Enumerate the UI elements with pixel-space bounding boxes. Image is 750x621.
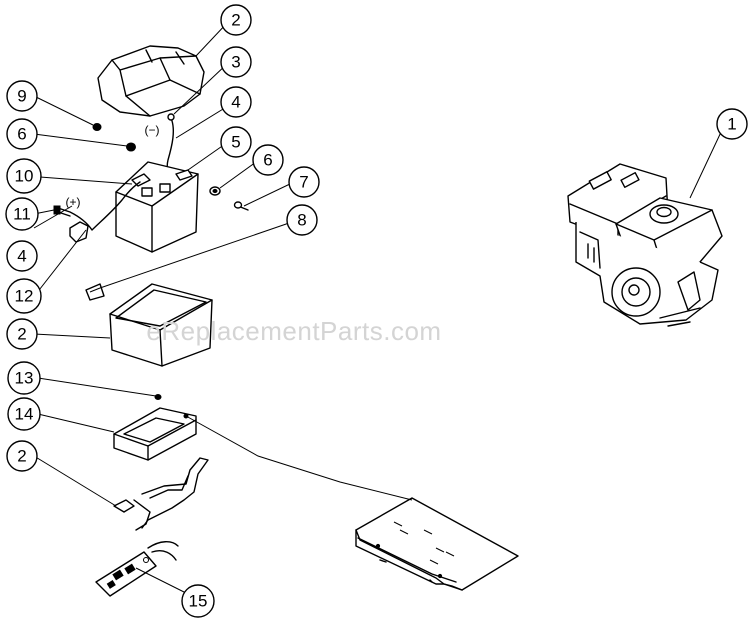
callout-label: 2 bbox=[17, 447, 26, 466]
watermark: eReplacementParts.com bbox=[146, 316, 441, 346]
callout-4-top[interactable]: 4 bbox=[220, 86, 252, 118]
callout-label: 3 bbox=[231, 53, 240, 72]
callout-15[interactable]: 15 bbox=[181, 584, 215, 618]
callout-6-left[interactable]: 6 bbox=[6, 118, 38, 150]
callout-14[interactable]: 14 bbox=[7, 397, 41, 431]
bolt-7[interactable] bbox=[233, 201, 249, 211]
positive-polarity-label: (+) bbox=[66, 195, 81, 209]
callout-label: 11 bbox=[13, 205, 31, 224]
mounting-bracket[interactable] bbox=[113, 407, 197, 461]
callout-13[interactable]: 13 bbox=[7, 361, 41, 395]
engine[interactable] bbox=[567, 163, 723, 327]
callout-label: 13 bbox=[15, 369, 34, 388]
callout-label: 2 bbox=[231, 11, 240, 30]
callout-2-cover[interactable]: 2 bbox=[220, 4, 252, 36]
callout-9[interactable]: 9 bbox=[6, 80, 38, 112]
terminal-boot-12[interactable] bbox=[69, 221, 89, 243]
callout-4-bottom[interactable]: 4 bbox=[6, 240, 38, 272]
battery-box[interactable] bbox=[109, 283, 213, 367]
negative-polarity-label: (−) bbox=[145, 123, 160, 137]
callout-label: 12 bbox=[15, 287, 34, 306]
callout-2-strap[interactable]: 2 bbox=[6, 440, 38, 472]
callout-11[interactable]: 11 bbox=[5, 197, 39, 231]
callout-label: 5 bbox=[231, 133, 240, 152]
callout-3[interactable]: 3 bbox=[220, 46, 252, 78]
callout-label: 8 bbox=[297, 211, 306, 230]
frame-rail[interactable] bbox=[355, 497, 519, 591]
callout-label: 1 bbox=[727, 115, 736, 134]
callout-6-right[interactable]: 6 bbox=[252, 144, 284, 176]
callout-label: 15 bbox=[189, 592, 208, 611]
callout-12[interactable]: 12 bbox=[6, 278, 42, 314]
callout-1[interactable]: 1 bbox=[716, 108, 748, 140]
hang-tag[interactable] bbox=[95, 541, 179, 597]
callout-label: 4 bbox=[231, 93, 240, 112]
callout-2-box[interactable]: 2 bbox=[6, 318, 38, 350]
callout-7[interactable]: 7 bbox=[288, 166, 320, 198]
hold-down-strap[interactable] bbox=[113, 457, 209, 531]
battery-cover[interactable] bbox=[97, 45, 205, 117]
callout-label: 9 bbox=[17, 87, 26, 106]
callout-10[interactable]: 10 bbox=[6, 158, 42, 194]
washer-6-left[interactable] bbox=[126, 142, 136, 152]
battery-label-8[interactable] bbox=[85, 283, 105, 301]
callout-label: 4 bbox=[17, 247, 26, 266]
callout-8[interactable]: 8 bbox=[286, 204, 318, 236]
battery[interactable] bbox=[115, 161, 199, 253]
callout-label: 14 bbox=[15, 405, 34, 424]
nut-9[interactable] bbox=[92, 123, 102, 131]
callout-label: 6 bbox=[17, 125, 26, 144]
callout-5[interactable]: 5 bbox=[220, 126, 252, 158]
callout-label: 2 bbox=[17, 325, 26, 344]
callout-label: 7 bbox=[299, 173, 308, 192]
callout-label: 6 bbox=[263, 151, 272, 170]
screw-13[interactable] bbox=[154, 394, 162, 400]
callout-label: 10 bbox=[15, 167, 34, 186]
washer-6-right[interactable] bbox=[209, 186, 221, 196]
leader-lines bbox=[33, 21, 723, 594]
